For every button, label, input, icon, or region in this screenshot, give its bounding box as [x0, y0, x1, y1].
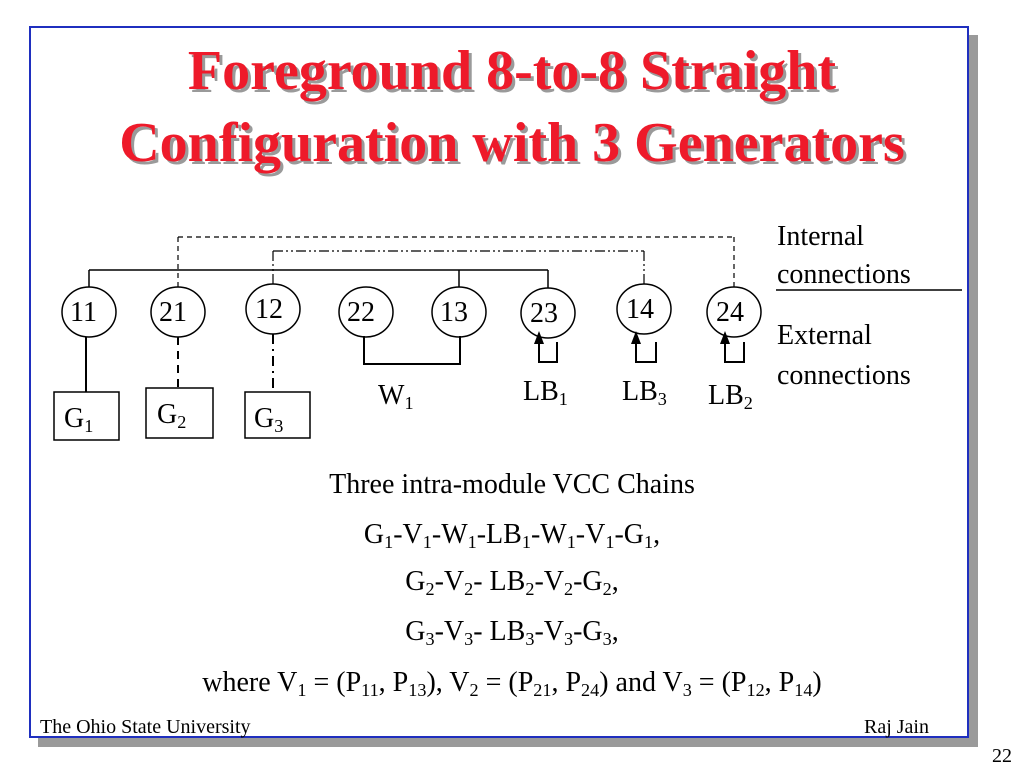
port-label-24: 24 — [716, 297, 744, 328]
port-label-13: 13 — [440, 297, 468, 328]
loopbacks — [538, 342, 745, 363]
generator-label-g1: G1 — [64, 403, 94, 437]
legend-internal-line1: Internal — [777, 221, 865, 252]
link-label-lb2: LB2 — [708, 380, 753, 414]
port-label-21: 21 — [159, 297, 187, 328]
port-circles — [61, 283, 762, 339]
g3-box — [244, 391, 311, 439]
chain-line-2: G2-V2- LB2-V2-G2, — [405, 566, 619, 600]
chain-line-3: G3-V3- LB3-V3-G3, — [405, 616, 619, 650]
link-label-w1: W1 — [378, 380, 414, 414]
page-number: 22 — [992, 745, 1012, 767]
legend-external-line2: connections — [777, 360, 911, 391]
port-24-circle — [706, 286, 762, 338]
generator-boxes — [53, 387, 311, 441]
lb2-arrow-icon — [720, 331, 730, 344]
dashed-bus — [177, 236, 735, 287]
port-23-circle — [520, 287, 576, 339]
chains-heading: Three intra-module VCC Chains — [329, 469, 695, 500]
lb1-arrow-icon — [534, 331, 544, 344]
port-label-12: 12 — [255, 294, 283, 325]
dashdot-bus — [272, 250, 645, 285]
link-label-lb1: LB1 — [523, 376, 568, 410]
footer-university: The Ohio State University — [40, 716, 251, 738]
w1-wire — [363, 336, 461, 365]
slide-frame — [29, 26, 969, 738]
port-14-circle — [616, 283, 672, 335]
solid-bus — [88, 269, 549, 288]
chain-line-1: G1-V1-W1-LB1-W1-V1-G1, — [363, 519, 661, 553]
port-22-circle — [338, 286, 394, 338]
footer-author: Raj Jain — [864, 716, 929, 738]
g2-box — [145, 387, 214, 439]
port-label-23: 23 — [530, 298, 558, 329]
port-label-11: 11 — [70, 297, 97, 328]
generator-label-g3: G3 — [254, 403, 284, 437]
port-label-22: 22 — [347, 297, 375, 328]
legend-external-line1: External — [777, 320, 872, 351]
port-11-circle — [61, 286, 117, 338]
lb3-arrow-icon — [631, 331, 641, 344]
slide-title-line2: Configuration with 3 Generators — [119, 112, 905, 174]
legend-internal-line2: connections — [777, 259, 911, 290]
link-label-lb3: LB3 — [622, 376, 667, 410]
where-line: where V1 = (P11, P13), V2 = (P21, P24) a… — [202, 667, 822, 701]
slide-title-line1: Foreground 8-to-8 Straight — [187, 40, 837, 102]
port-label-14: 14 — [626, 294, 654, 325]
loopback-arrows — [534, 331, 730, 344]
generator-label-g2: G2 — [157, 399, 187, 433]
g1-box — [53, 391, 120, 441]
